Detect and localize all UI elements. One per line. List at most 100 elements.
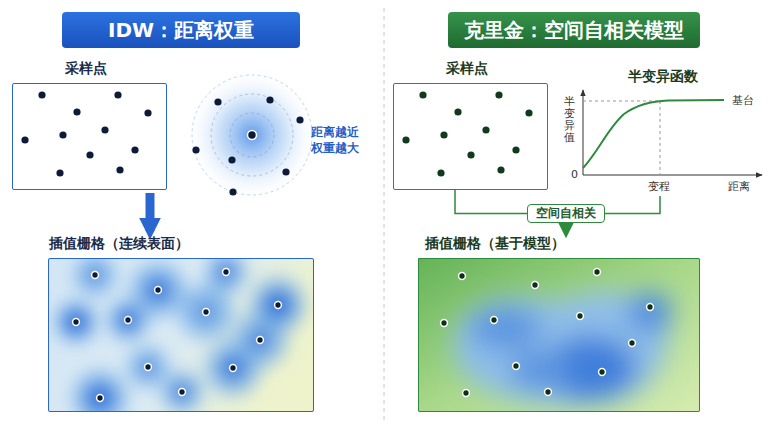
node-heading: 采样点	[446, 60, 488, 78]
sample-point	[101, 126, 108, 133]
sample-point	[463, 390, 470, 397]
target-point	[248, 131, 257, 140]
influence-zone	[128, 347, 168, 387]
influence-core	[146, 278, 170, 302]
concept-box: 空间自相关	[527, 204, 605, 223]
sample-point	[145, 364, 152, 371]
banner-title: IDW：距离权重	[108, 17, 254, 44]
axis-tick: 变程	[648, 179, 670, 194]
sample-points	[192, 96, 303, 195]
sample-point	[155, 287, 162, 294]
sample-point	[467, 151, 474, 158]
title-banner: 克里金：空间自相关模型	[448, 12, 700, 48]
node-heading: 插值栅格（连续表面）	[49, 235, 189, 253]
sample-ground	[12, 83, 167, 190]
sample-points	[73, 269, 282, 402]
sample-point	[440, 131, 447, 138]
influence-zone	[162, 372, 202, 412]
sample-point	[97, 395, 104, 402]
sample-point	[59, 131, 66, 138]
node-heading: 半变异函数	[565, 68, 760, 86]
sample-point	[228, 156, 235, 163]
sill-line	[583, 101, 660, 102]
sample-points	[21, 91, 151, 176]
sample-point	[73, 319, 80, 326]
sample-point	[532, 282, 539, 289]
influence-zone	[73, 371, 127, 412]
sample-point	[402, 136, 409, 143]
chart-panel: 半变异函数	[565, 66, 760, 196]
distance-ring	[230, 113, 274, 157]
sample-point	[192, 146, 199, 153]
influence-core	[88, 268, 102, 282]
sample-point	[577, 313, 584, 320]
node-heading: 空间自相关	[536, 205, 596, 222]
axis-title: 距离	[728, 179, 750, 194]
influence-zone	[179, 285, 233, 339]
sample-point	[125, 317, 132, 324]
axis-tick: 0	[571, 168, 578, 181]
sample-point	[482, 126, 489, 133]
influence-core	[63, 309, 89, 335]
map-frame: 采样点	[12, 83, 167, 190]
sample-point	[594, 269, 601, 276]
sample-ground	[393, 83, 548, 190]
influence-zone	[108, 300, 148, 340]
raster-blobs	[453, 292, 672, 406]
sample-point	[441, 320, 448, 327]
sample-point	[459, 273, 466, 280]
divider-line	[384, 8, 385, 424]
sample-point	[86, 151, 93, 158]
callout-note: 距离越近 权重越大	[311, 124, 365, 156]
influence-core	[141, 360, 155, 374]
distance-ring	[211, 94, 293, 176]
flow-arrow	[146, 193, 155, 231]
node-heading: 采样点	[65, 60, 107, 78]
title-banner: IDW：距离权重	[62, 12, 300, 48]
influence-core	[221, 356, 245, 380]
weight-glow	[186, 69, 318, 201]
sample-point	[454, 108, 461, 115]
sample-point	[73, 108, 80, 115]
sample-point	[629, 340, 636, 347]
sample-point	[92, 272, 99, 279]
sample-point	[282, 168, 289, 175]
sample-point	[491, 317, 498, 324]
sample-point	[21, 136, 28, 143]
influence-core	[173, 383, 191, 401]
sample-point	[513, 363, 520, 370]
bracket-line	[605, 196, 660, 214]
sample-point	[144, 109, 151, 116]
kriging-raster	[418, 258, 700, 412]
map-frame: 插值栅格（连续表面）	[48, 258, 314, 412]
y-axis	[583, 90, 584, 175]
sample-point	[497, 166, 504, 173]
node-heading: 插值栅格（基于模型）	[425, 235, 565, 253]
sample-point	[296, 116, 303, 123]
sample-point	[114, 91, 121, 98]
map-frame: 采样点	[393, 83, 548, 190]
bracket-line	[455, 190, 527, 214]
distance-weight-figure	[186, 69, 318, 201]
influence-core	[264, 291, 292, 319]
sample-point	[257, 337, 264, 344]
axis-title: 半变异值	[564, 96, 575, 144]
sample-point	[230, 365, 237, 372]
sample-point	[275, 302, 282, 309]
sample-point	[223, 269, 230, 276]
influence-core	[198, 304, 214, 320]
low-value-core	[628, 292, 672, 332]
x-axis	[583, 175, 762, 176]
sample-point	[599, 369, 606, 376]
sample-point	[512, 146, 519, 153]
influence-core	[217, 263, 235, 281]
sample-point	[116, 166, 123, 173]
low-value-core	[469, 306, 541, 350]
idw-raster	[48, 258, 314, 412]
sample-point	[56, 169, 63, 176]
sample-point	[203, 309, 210, 316]
sample-points	[441, 269, 654, 397]
sample-point	[437, 169, 444, 176]
